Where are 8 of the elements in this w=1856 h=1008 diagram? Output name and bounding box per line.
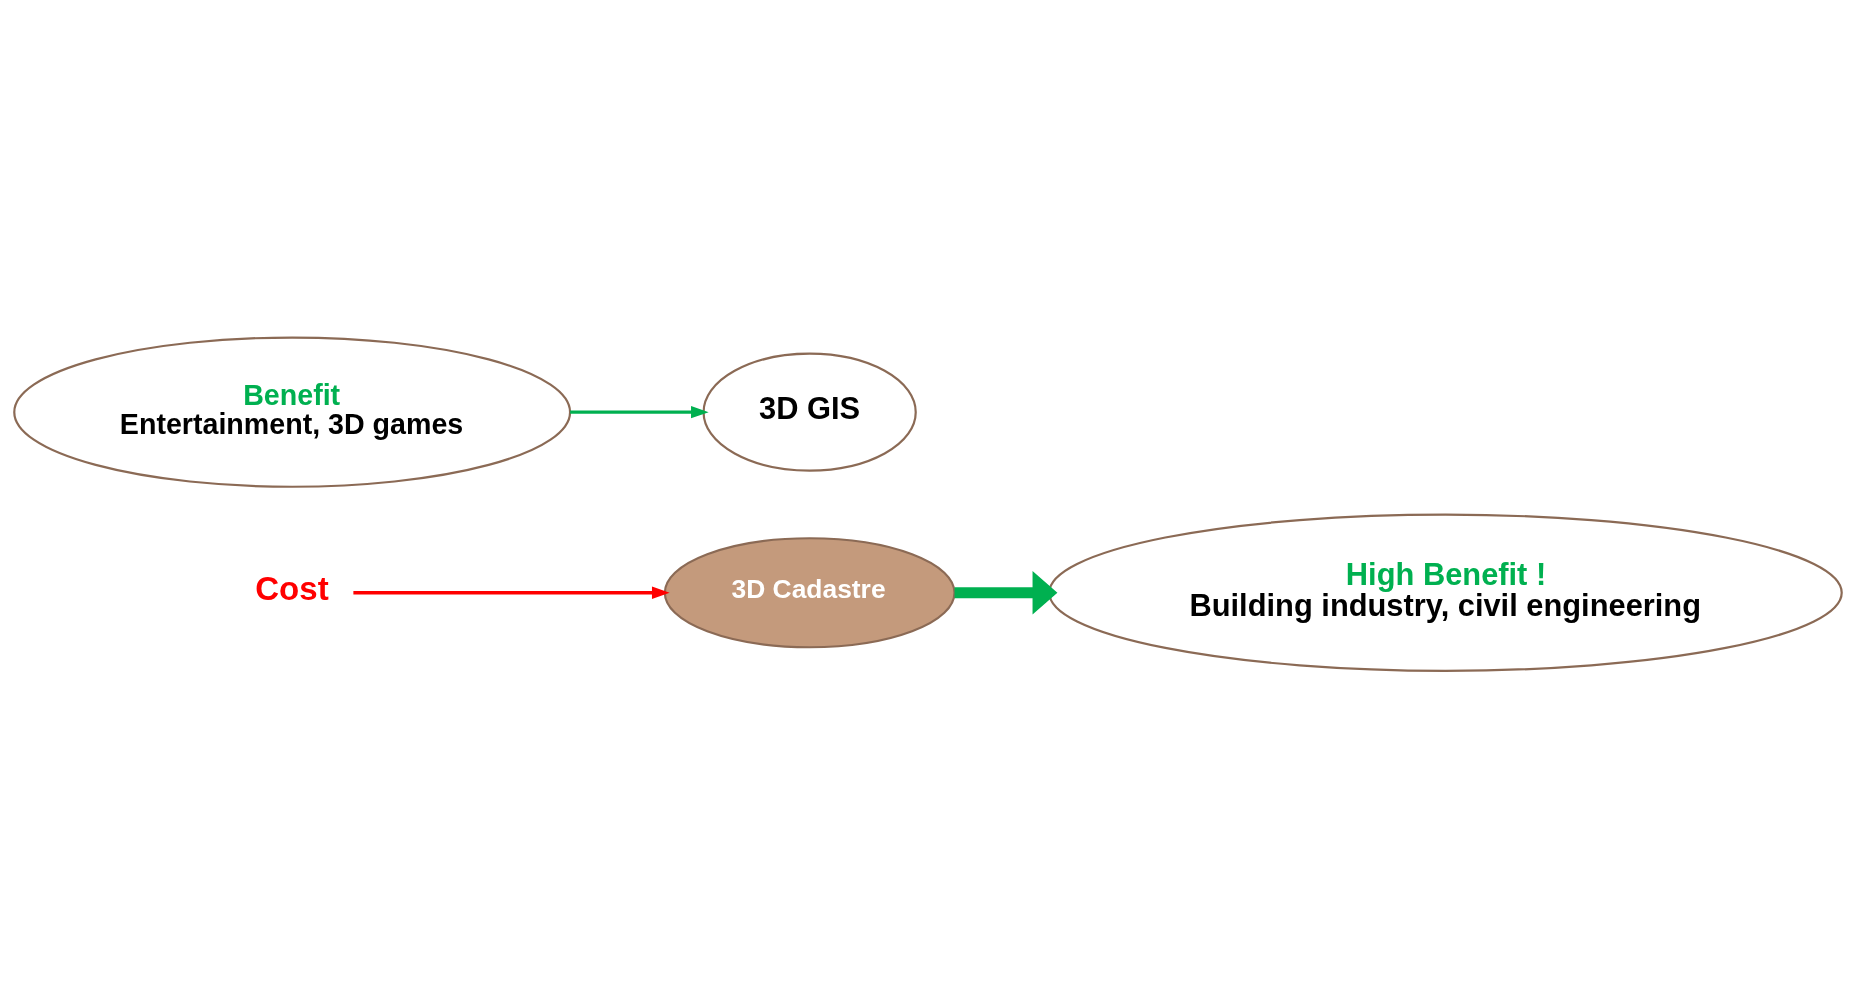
node-ellipse: High Benefit ! Building industry, civil engineering (1048, 513, 1843, 672)
node-ellipse: 3D GIS (702, 352, 917, 472)
node-text: Cost (255, 569, 329, 607)
arrow (353, 586, 670, 599)
node-ellipse: Benefit Entertainment, 3D games (13, 336, 572, 488)
arrow (954, 570, 1058, 615)
node-ellipse: 3D Cadastre (663, 537, 956, 649)
arrow (570, 405, 709, 419)
